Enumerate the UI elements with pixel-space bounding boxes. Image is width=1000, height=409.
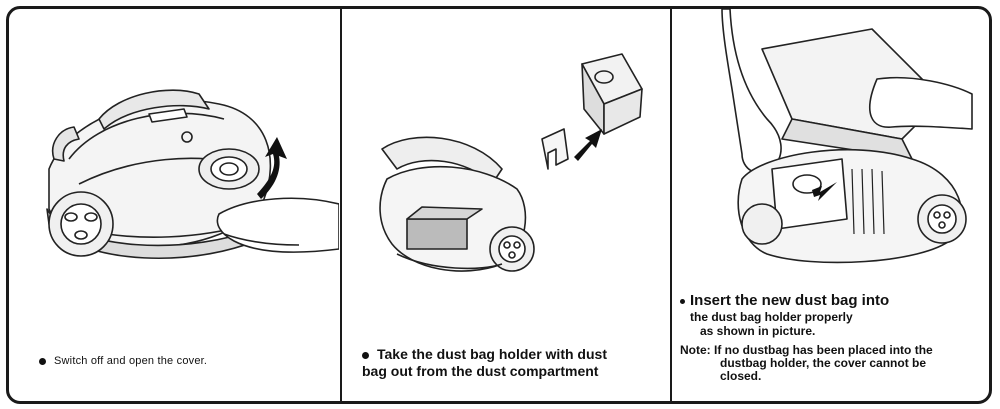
step-3-panel: Insert the new dust bag into the dust ba… [672,9,990,401]
bullet-icon [680,299,685,304]
step-2-text-line2: bag out from the dust compartment [362,363,607,380]
note-label: Note: [680,343,711,357]
note-text-line2: dustbag holder, the cover cannot be [680,357,933,370]
insert-dust-bag-illustration [672,9,990,299]
step-2-text-line1: Take the dust bag holder with dust [377,346,607,362]
step-1-panel: Switch off and open the cover. [9,9,339,401]
step-1-caption: Switch off and open the cover. [39,355,207,367]
step-3-caption: Insert the new dust bag into the dust ba… [680,292,933,383]
note-text-line3: closed. [680,370,933,383]
note-text-line1: If no dustbag has been placed into the [714,343,933,357]
step-3-text-line1: Insert the new dust bag into [690,292,889,309]
bullet-icon [39,358,46,365]
step-1-text: Switch off and open the cover. [54,355,207,367]
step-3-text-line2: the dust bag holder properly [680,310,933,324]
vacuum-open-cover-illustration [9,9,339,339]
dust-bag-removal-illustration [342,9,669,339]
bullet-icon [362,352,369,359]
step-2-caption: Take the dust bag holder with dust bag o… [362,346,607,380]
step-2-panel: Take the dust bag holder with dust bag o… [342,9,669,401]
step-3-text-line3: as shown in picture. [680,324,933,338]
